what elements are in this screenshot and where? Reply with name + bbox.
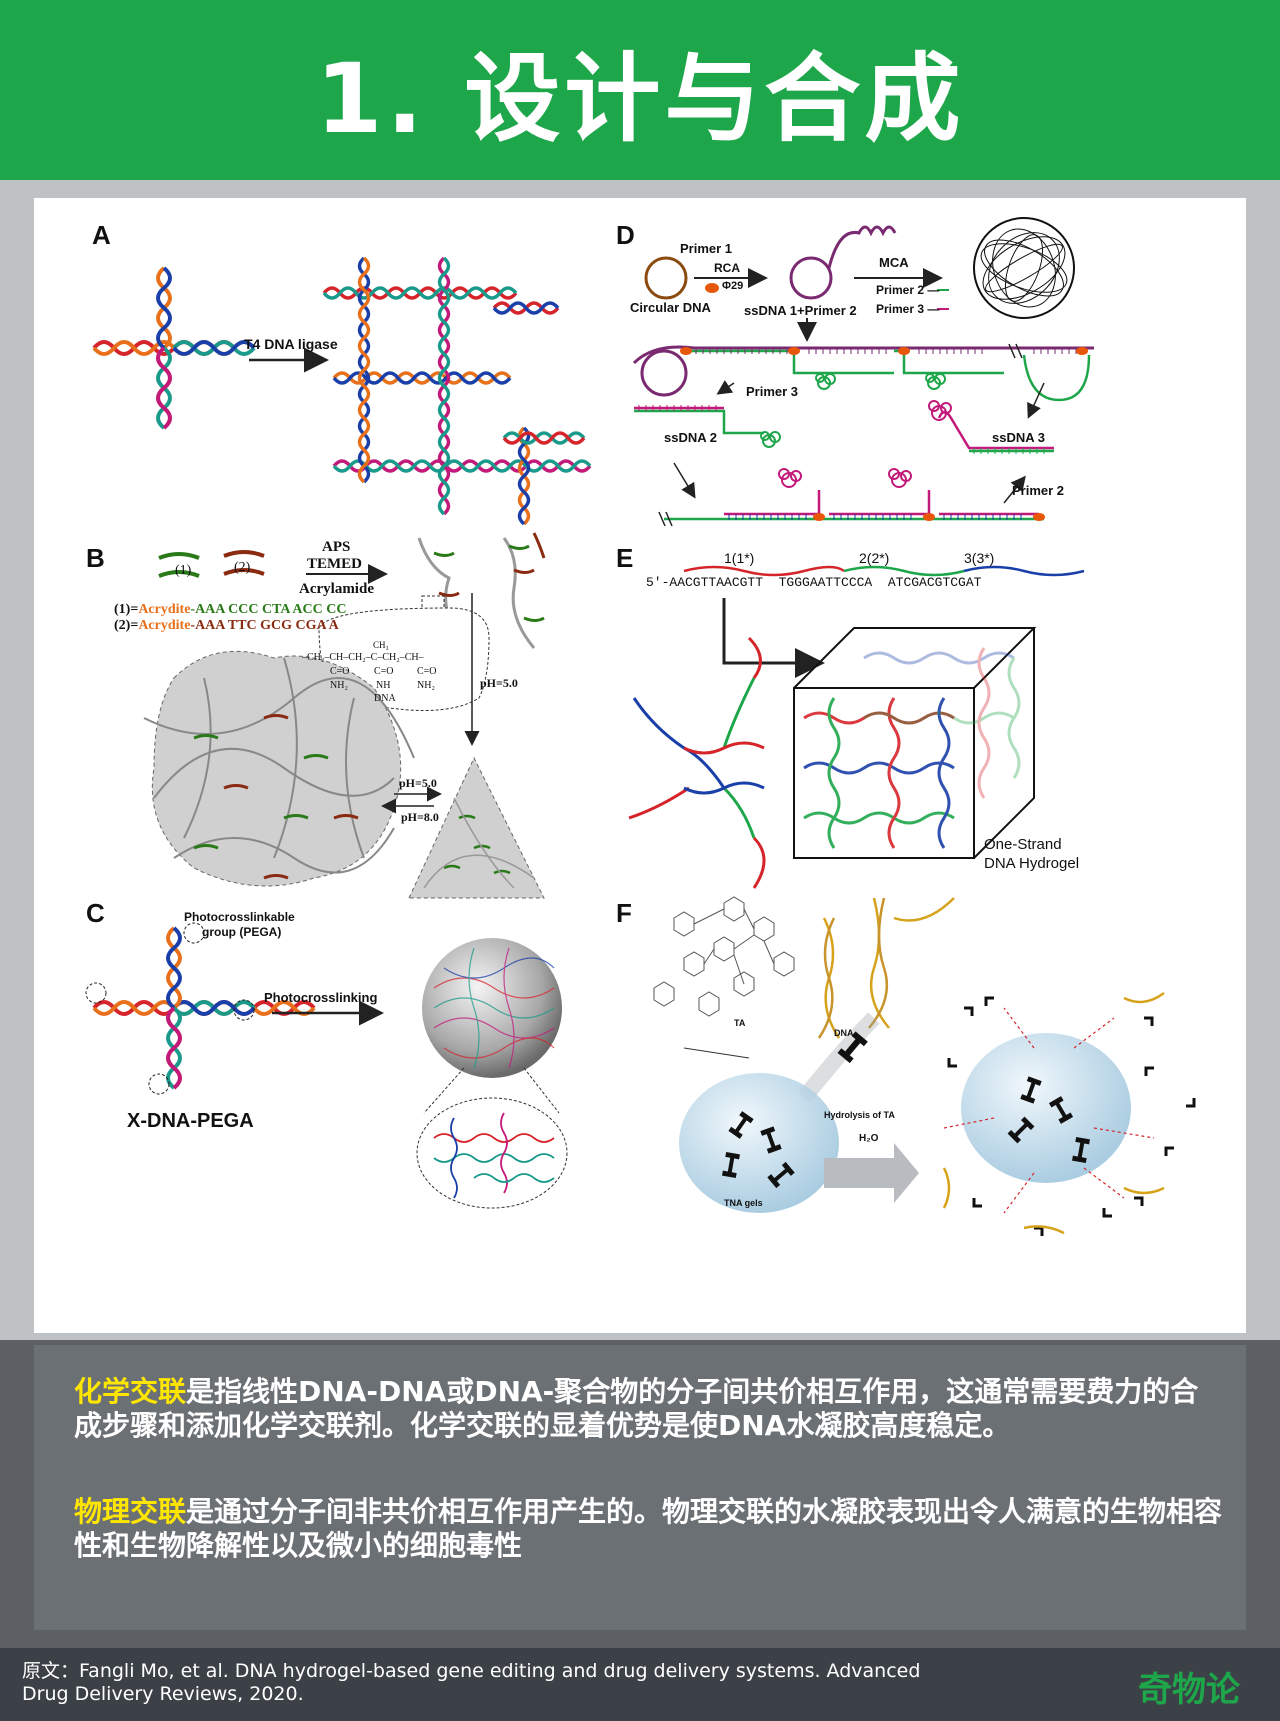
chem-co-1: C=O bbox=[330, 666, 350, 677]
seq2-acrydite: Acrydite bbox=[138, 618, 191, 633]
reagent-temed: TEMED bbox=[307, 556, 363, 572]
seq1-bases: -AAA CCC CTA ACC CC bbox=[190, 602, 347, 617]
pega-label-1: Photocrosslinkable bbox=[184, 910, 295, 924]
figure-frame: A D B E C F T4 DNA ligase Primer 1 RCA Φ… bbox=[0, 180, 1280, 1340]
primer3-label: Primer 3 bbox=[746, 384, 799, 399]
ta-label: TA bbox=[734, 1018, 746, 1028]
panel-b-graphic bbox=[143, 532, 546, 899]
strand2-label: (2) bbox=[234, 560, 251, 575]
tna-gels-label: TNA gels bbox=[724, 1198, 763, 1208]
phi29-label: Φ29 bbox=[722, 280, 744, 292]
strand1-label: (1) bbox=[175, 563, 192, 578]
chem-nh2-1: NH₂ bbox=[330, 680, 348, 691]
reagent-aps: APS bbox=[322, 539, 351, 555]
chem-ch3: CH₃ bbox=[373, 640, 389, 650]
circular-dna-label: Circular DNA bbox=[630, 300, 711, 315]
panel-letter-b: B bbox=[86, 543, 105, 573]
sequence-1: (1)=Acrydite-AAA CCC CTA ACC CC bbox=[114, 602, 346, 618]
chem-dna: DNA bbox=[374, 693, 396, 704]
seq2-bases: -AAA TTC GCG CGA A bbox=[190, 618, 339, 633]
panel-f-graphic bbox=[653, 896, 1196, 1236]
primer1-label: Primer 1 bbox=[680, 241, 733, 256]
footer: 原文：Fangli Mo, et al. DNA hydrogel-based … bbox=[0, 1648, 1280, 1721]
figure-graphics bbox=[85, 217, 1196, 1236]
chemical-crosslink-text: 是指线性DNA-DNA或DNA-聚合物的分子间共价相互作用，这通常需要费力的合成… bbox=[74, 1375, 1199, 1442]
seq1-acrydite: Acrydite bbox=[138, 602, 191, 617]
hydrolysis-label: Hydrolysis of TA bbox=[824, 1110, 895, 1120]
h2o-label: H₂O bbox=[859, 1133, 879, 1144]
chem-nh2-2: NH₂ bbox=[417, 680, 435, 691]
mca-label: MCA bbox=[879, 255, 909, 270]
reagent-acrylamide: Acrylamide bbox=[299, 581, 374, 597]
chem-co-2: C=O bbox=[374, 666, 394, 677]
dna-hydrogel-label: DNA Hydrogel bbox=[984, 855, 1080, 872]
segment-2-label: 2(2*) bbox=[859, 550, 890, 566]
chemical-crosslink-term: 化学交联 bbox=[74, 1375, 187, 1408]
panel-letter-f: F bbox=[616, 898, 632, 928]
ssdna1-label: ssDNA 1+Primer 2 bbox=[744, 303, 857, 318]
primer2-label: Primer 2 bbox=[1012, 483, 1065, 498]
citation: 原文：Fangli Mo, et al. DNA hydrogel-based … bbox=[22, 1660, 921, 1705]
primer3-legend: Primer 3 — bbox=[876, 302, 940, 316]
brand-logo: 奇物论 bbox=[1138, 1670, 1240, 1710]
physical-crosslink-text: 是通过分子间非共价相互作用产生的。物理交联的水凝胶表现出令人满意的生物相容性和生… bbox=[74, 1495, 1223, 1562]
x-dna-pega-label: X-DNA-PEGA bbox=[127, 1110, 254, 1132]
pega-label-2: group (PEGA) bbox=[202, 925, 282, 939]
panel-a-graphic bbox=[92, 256, 592, 526]
panel-letter-d: D bbox=[616, 220, 635, 250]
one-strand-label: One-Strand bbox=[984, 836, 1062, 853]
segment-1-label: 1(1*) bbox=[724, 550, 755, 566]
ssdna2-label: ssDNA 2 bbox=[664, 430, 717, 445]
page-title: 1. 设计与合成 bbox=[315, 42, 965, 155]
description-box: 化学交联是指线性DNA-DNA或DNA-聚合物的分子间共价相互作用，这通常需要费… bbox=[34, 1345, 1246, 1630]
e-sequence: 5′-AACGTTAACGTT TGGGAATTCCCA ATCGACGTCGA… bbox=[646, 575, 982, 590]
ph-left-label: pH=8.0 bbox=[401, 810, 439, 824]
panel-e-graphic bbox=[628, 565, 1085, 889]
chem-chain: –CH₂–CH–CH₂–C–CH₂–CH– bbox=[302, 652, 424, 663]
rca-label: RCA bbox=[714, 261, 740, 275]
paragraph-physical: 物理交联是通过分子间非共价相互作用产生的。物理交联的水凝胶表现出令人满意的生物相… bbox=[74, 1495, 1224, 1563]
chem-co-3: C=O bbox=[417, 666, 437, 677]
panel-letter-e: E bbox=[616, 543, 634, 573]
panel-d-graphic bbox=[632, 217, 1094, 527]
physical-crosslink-term: 物理交联 bbox=[74, 1495, 187, 1528]
ligase-label: T4 DNA ligase bbox=[244, 336, 338, 352]
paragraph-chemical: 化学交联是指线性DNA-DNA或DNA-聚合物的分子间共价相互作用，这通常需要费… bbox=[74, 1375, 1224, 1443]
figure: A D B E C F T4 DNA ligase Primer 1 RCA Φ… bbox=[34, 198, 1246, 1333]
dna-label: DNA bbox=[834, 1028, 854, 1038]
ssdna3-label: ssDNA 3 bbox=[992, 430, 1045, 445]
panel-letter-a: A bbox=[92, 220, 111, 250]
primer2-legend: Primer 2 — bbox=[876, 283, 940, 297]
photocrosslinking-label: Photocrosslinking bbox=[264, 990, 378, 1005]
panel-c-graphic bbox=[85, 922, 568, 1209]
chem-nh: NH bbox=[376, 680, 391, 691]
ph-right-label: pH=5.0 bbox=[399, 776, 437, 790]
segment-3-label: 3(3*) bbox=[964, 550, 995, 566]
title-bar: 1. 设计与合成 bbox=[0, 0, 1280, 180]
seq2-prefix: (2)= bbox=[114, 618, 139, 633]
ph-down-label: pH=5.0 bbox=[480, 676, 518, 690]
seq1-prefix: (1)= bbox=[114, 602, 139, 617]
panel-letter-c: C bbox=[86, 898, 105, 928]
sequence-2: (2)=Acrydite-AAA TTC GCG CGA A bbox=[114, 618, 339, 634]
